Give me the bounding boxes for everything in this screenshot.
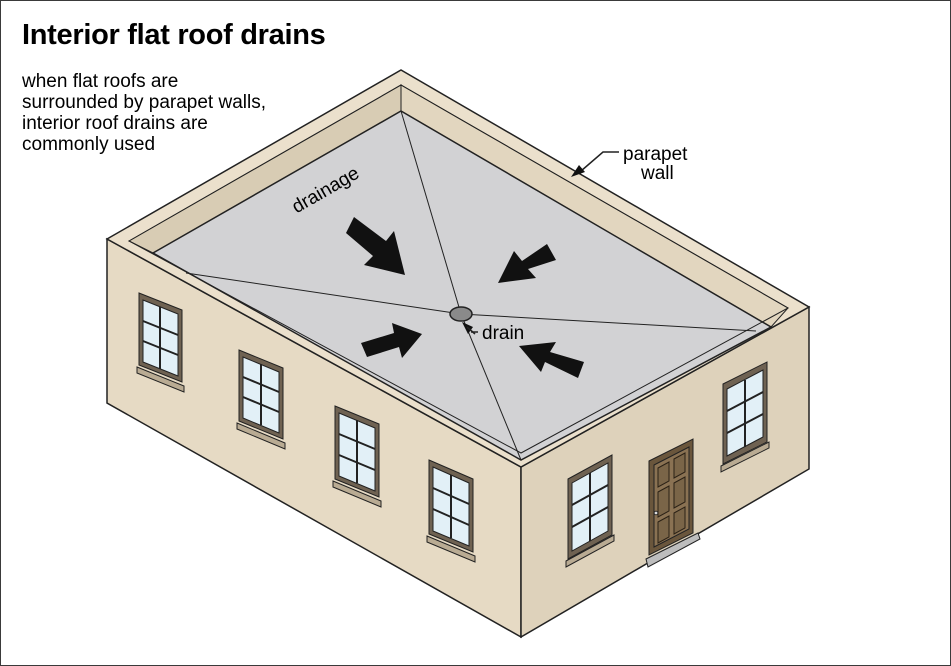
window xyxy=(426,459,476,563)
drain-icon xyxy=(449,306,473,322)
window xyxy=(565,454,615,568)
right-wall-windows xyxy=(565,361,770,568)
window xyxy=(136,292,185,393)
left-wall-windows xyxy=(136,292,476,563)
roof-crease-lines xyxy=(185,110,757,461)
parapet-leader-line xyxy=(580,151,619,172)
page-title: Interior flat roof drains xyxy=(22,19,326,51)
arrow-top-left-icon xyxy=(346,217,405,275)
window xyxy=(720,361,770,473)
roof-surface xyxy=(151,110,773,461)
description-text: when flat roofs are surrounded by parape… xyxy=(22,71,266,155)
drain-label: drain xyxy=(482,323,525,344)
parapet-leader-arrow-icon xyxy=(571,165,585,177)
drainage-arrows xyxy=(346,217,584,378)
parapet-label-line1: parapet xyxy=(623,144,688,165)
window xyxy=(236,349,286,450)
arrow-top-right-icon xyxy=(498,244,556,283)
parapet-label-line2: wall xyxy=(641,163,674,184)
arrow-bottom-right-icon xyxy=(519,342,584,378)
parapet-inner-rim xyxy=(127,84,790,454)
window xyxy=(332,405,382,508)
front-door xyxy=(645,438,701,568)
arrow-bottom-left-icon xyxy=(361,323,422,358)
